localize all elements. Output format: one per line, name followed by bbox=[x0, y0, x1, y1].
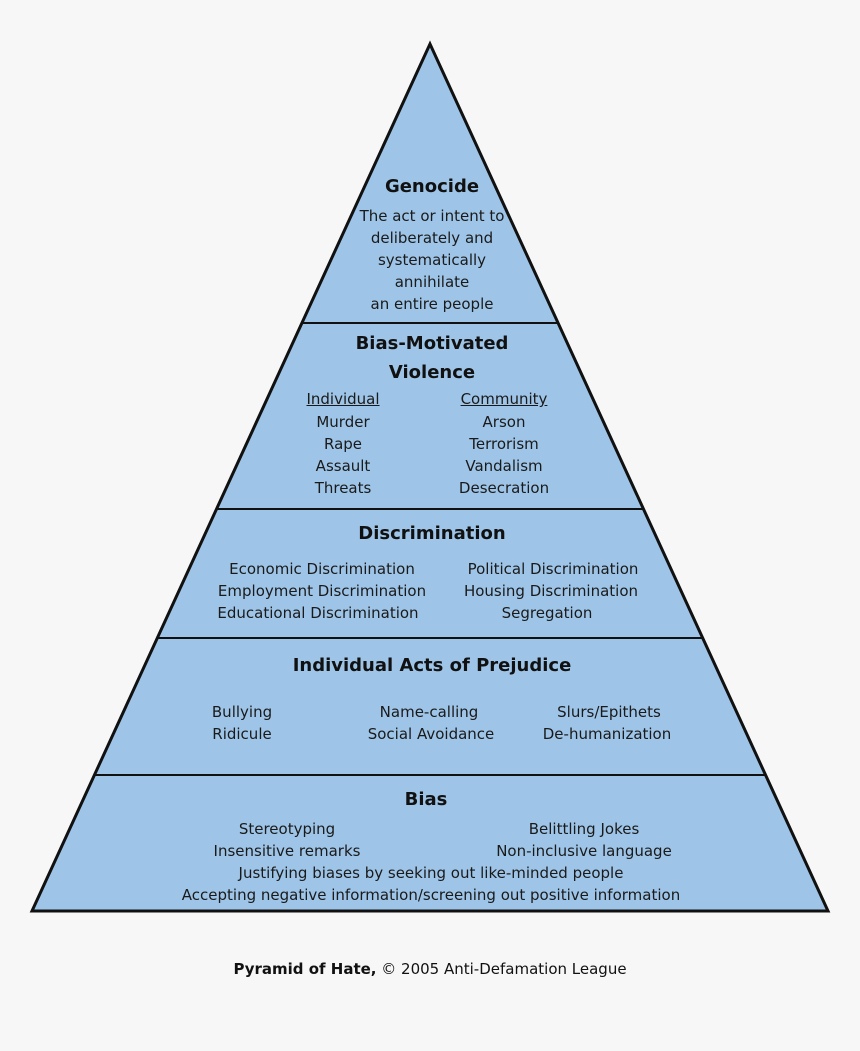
genocide-title: Genocide bbox=[384, 176, 480, 197]
bias-item: Non-inclusive language bbox=[496, 842, 672, 860]
violence-community-header: Community bbox=[460, 390, 548, 408]
violence-community-item: Terrorism bbox=[469, 435, 539, 453]
bias-item: Belittling Jokes bbox=[528, 820, 640, 838]
caption: Pyramid of Hate, © 2005 Anti-Defamation … bbox=[233, 960, 626, 978]
discrimination-item: Segregation bbox=[501, 604, 593, 622]
genocide-line: annihilate bbox=[394, 273, 470, 291]
violence-individual-item: Rape bbox=[323, 435, 363, 453]
violence-title-line: Bias-Motivated bbox=[355, 333, 509, 354]
violence-community-item: Vandalism bbox=[465, 457, 543, 475]
caption-credit: © 2005 Anti-Defamation League bbox=[376, 960, 627, 978]
caption-title: Pyramid of Hate, bbox=[233, 960, 377, 978]
prejudice-item: Name-calling bbox=[379, 703, 479, 721]
discrimination-item: Political Discrimination bbox=[467, 560, 639, 578]
genocide-line: an entire people bbox=[370, 295, 494, 313]
bias-item: Justifying biases by seeking out like-mi… bbox=[238, 864, 624, 882]
bias-title: Bias bbox=[404, 789, 448, 810]
genocide-line: deliberately and bbox=[370, 229, 494, 247]
violence-community-item: Arson bbox=[482, 413, 526, 431]
genocide-line: systematically bbox=[377, 251, 487, 269]
prejudice-item: Slurs/Epithets bbox=[557, 703, 661, 721]
bias-item: Stereotyping bbox=[238, 820, 336, 838]
prejudice-item: Ridicule bbox=[212, 725, 272, 743]
bias-item: Accepting negative information/screening… bbox=[181, 886, 681, 904]
discrimination-item: Housing Discrimination bbox=[463, 582, 639, 600]
pyramid-shape bbox=[29, 40, 831, 913]
discrimination-item: Employment Discrimination bbox=[217, 582, 427, 600]
violence-individual-item: Assault bbox=[315, 457, 371, 475]
bias-item: Insensitive remarks bbox=[213, 842, 361, 860]
violence-community-item: Desecration bbox=[458, 479, 550, 497]
genocide-line: The act or intent to bbox=[359, 207, 505, 225]
violence-individual-item: Threats bbox=[314, 479, 372, 497]
violence-individual-item: Murder bbox=[316, 413, 370, 431]
prejudice-item: De-humanization bbox=[542, 725, 672, 743]
violence-individual-header: Individual bbox=[306, 390, 380, 408]
prejudice-title: Individual Acts of Prejudice bbox=[292, 655, 572, 676]
discrimination-title: Discrimination bbox=[358, 523, 506, 544]
discrimination-item: Economic Discrimination bbox=[229, 560, 415, 578]
violence-title-line: Violence bbox=[388, 362, 476, 383]
prejudice-item: Bullying bbox=[211, 703, 273, 721]
discrimination-item: Educational Discrimination bbox=[217, 604, 419, 622]
prejudice-item: Social Avoidance bbox=[367, 725, 495, 743]
